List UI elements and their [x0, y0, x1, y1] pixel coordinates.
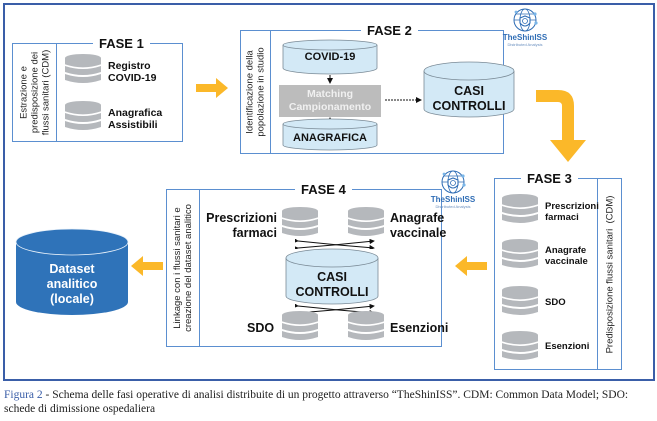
covid19-database-label: COVID-19: [304, 51, 356, 63]
casi-controlli-database-icon: [423, 61, 515, 118]
database-stack-icon: [347, 311, 385, 341]
phase-3-side-label: Predisposizione flussi sanitari (CDM): [597, 179, 621, 369]
phase-3-title: FASE 3: [521, 171, 578, 186]
flow-arrow-left-icon: [455, 256, 487, 276]
logo-subtitle: Distributed Analysis: [435, 204, 471, 209]
database-stack-icon: [501, 239, 539, 269]
arrow-down-icon: [327, 75, 333, 84]
dataset-analitico-database-icon: [15, 228, 129, 315]
database-stack-icon: [281, 207, 319, 237]
matching-process-box: Matching Campionamento: [279, 85, 381, 117]
phase-4-title: FASE 4: [295, 182, 352, 197]
casi-controlli-database-icon: [285, 248, 379, 305]
casi-controlli-label: CASI CONTROLLI: [432, 84, 506, 113]
covid19-database-icon: [282, 39, 378, 75]
logo-subtitle: Distributed Analysis: [507, 42, 543, 47]
linked-prescrizioni-farmaci: Prescrizioni farmaci: [206, 211, 277, 240]
source-sdo: SDO: [545, 297, 566, 308]
phase-1-box: FASE 1 Estrazione e predisposizione dei …: [12, 36, 183, 142]
source-registro-covid: Registro COVID-19: [108, 60, 157, 84]
source-prescrizioni-farmaci: Prescrizioni farmaci: [545, 201, 599, 223]
anagrafica-database-icon: [282, 118, 378, 151]
logo-name: TheShinISS: [430, 195, 476, 204]
source-anagrafe-vaccinale: Anagrafe vaccinale: [545, 245, 588, 267]
database-stack-icon: [281, 311, 319, 341]
phase-2-title: FASE 2: [361, 23, 418, 38]
logo-name: TheShinISS: [502, 33, 548, 42]
phase-2-side-label: Identificazione della popolazione in stu…: [241, 31, 271, 153]
phase-3-box: FASE 3 Predisposizione flussi sanitari (…: [494, 171, 622, 370]
linked-sdo: SDO: [247, 321, 275, 335]
database-stack-icon: [501, 194, 539, 224]
theshiniss-logo: TheShinISS Distributed Analysis: [500, 8, 550, 47]
phase-1-side-label: Estrazione e predisposizione dei flussi …: [13, 44, 57, 141]
database-stack-icon: [64, 54, 102, 84]
caption-text: - Schema delle fasi operative di analisi…: [4, 389, 629, 415]
database-stack-icon: [347, 207, 385, 237]
phase-2-box: FASE 2 Identificazione della popolazione…: [240, 23, 515, 154]
database-stack-icon: [501, 331, 539, 361]
matching-label: Matching: [306, 88, 354, 100]
phase-4-side-label: Linkage con i flussi sanitari e creazion…: [167, 190, 200, 346]
linked-anagrafe-vaccinale: Anagrafe vaccinale: [390, 211, 447, 240]
globe-shield-icon: [441, 170, 467, 194]
flow-arrow-left-icon: [131, 256, 163, 276]
figure-caption: Figura 2 - Schema delle fasi operative d…: [4, 388, 654, 416]
source-anagrafica-assistibili: Anagrafica Assistibili: [108, 107, 163, 131]
flow-arrow-right-icon: [196, 78, 228, 98]
campionamento-label: Campionamento: [288, 101, 372, 113]
globe-shield-icon: [513, 8, 539, 32]
link-arrows-top-icon: [295, 239, 375, 249]
arrow-right-icon: [385, 97, 422, 103]
theshiniss-logo: TheShinISS Distributed Analysis: [428, 170, 478, 209]
figure-label: Figura 2: [4, 389, 43, 401]
flow-arrow-down-icon: [536, 90, 586, 162]
database-stack-icon: [64, 101, 102, 131]
database-stack-icon: [501, 286, 539, 316]
source-esenzioni: Esenzioni: [545, 341, 590, 352]
casi-controlli-label: CASI CONTROLLI: [295, 270, 369, 299]
anagrafica-database-label: ANAGRAFICA: [293, 132, 367, 144]
phase-4-box: FASE 4 Linkage con i flussi sanitari e c…: [166, 182, 448, 347]
linked-esenzioni: Esenzioni: [390, 321, 449, 335]
phase-1-title: FASE 1: [93, 36, 150, 51]
dataset-analitico-label: Dataset analitico (locale): [46, 262, 98, 306]
